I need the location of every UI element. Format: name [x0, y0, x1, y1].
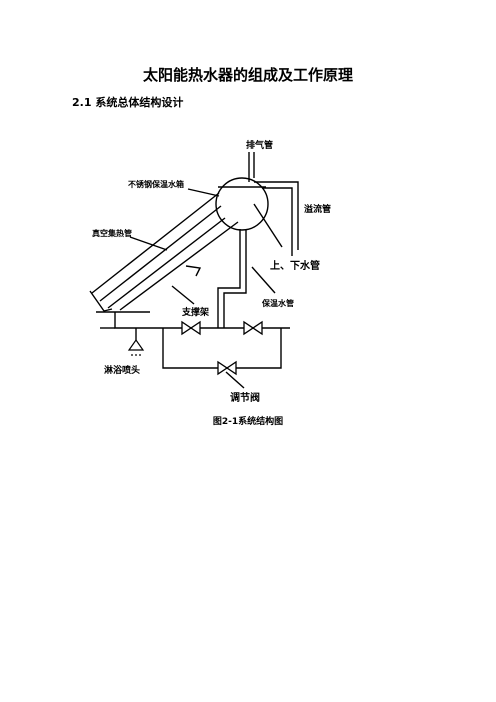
valve-left-icon: [181, 320, 201, 336]
label-insulated-pipe: 保温水管: [261, 298, 294, 308]
tank-leader-line: [187, 188, 220, 197]
collector-bottom-cap: [89, 290, 113, 312]
figure-caption: 图2-1系统结构图: [212, 417, 284, 427]
collector-tube-middle: [99, 205, 222, 302]
overflow-leader-line: [253, 203, 283, 248]
valve-bypass-icon: [217, 360, 237, 376]
insulated-pipe-inner: [217, 229, 241, 328]
document-title: 太阳能热水器的组成及工作原理: [142, 66, 353, 84]
valve-right-icon: [243, 320, 263, 336]
label-regulating-valve: 调节阀: [230, 391, 260, 404]
insulated-leader-line: [251, 266, 276, 294]
label-inlet-outlet-pipe: 上、下水管: [270, 259, 320, 272]
label-vacuum-collector: 真空集热管: [92, 228, 132, 238]
support-leader-line: [171, 285, 195, 305]
shower-pipe: [114, 312, 136, 329]
overflow-pipe-outer: [254, 181, 299, 250]
label-overflow-pipe: 溢流管: [304, 203, 331, 215]
support-frame-beam: [119, 221, 239, 311]
storage-tank-shape: [215, 177, 269, 231]
label-support-frame: 支撑架: [181, 306, 209, 318]
collector-tube-upper: [91, 192, 220, 294]
section-heading: 2.1 系统总体结构设计: [72, 96, 184, 109]
collector-leader-line: [129, 236, 168, 251]
collector-tube-lower: [107, 217, 226, 309]
label-storage-tank: 不锈钢保温水箱: [128, 179, 184, 189]
support-frame-bracket: [185, 265, 202, 277]
bypass-pipe: [162, 328, 282, 369]
overflow-pipe-inner: [262, 187, 293, 256]
shower-head-icon: [127, 338, 145, 351]
valve-leader-line: [225, 371, 245, 389]
insulated-pipe-outer: [223, 230, 247, 328]
label-shower-head: 淋浴喷头: [104, 364, 140, 376]
label-exhaust-pipe: 排气管: [246, 139, 273, 151]
